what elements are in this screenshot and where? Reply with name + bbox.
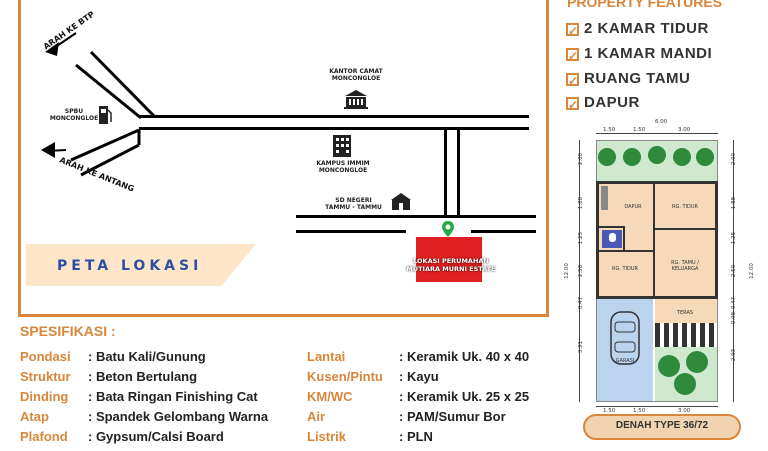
denah-type-label: DENAH TYPE 36/72 (615, 420, 709, 431)
spec-label: KM/WC (307, 389, 353, 404)
spbu-label: SPBU MONCONGLOE (49, 108, 99, 122)
spec-label: Plafond (20, 429, 68, 444)
feature-item: ✓RUANG TAMU (566, 70, 691, 88)
spec-value: : Beton Bertulang (88, 369, 198, 384)
car-icon (610, 311, 640, 365)
paving (655, 323, 717, 347)
campus-building-icon (333, 135, 351, 157)
checkbox-icon: ✓ (566, 48, 579, 63)
tree-icon (598, 146, 714, 166)
spec-label: Struktur (20, 369, 71, 384)
dim-label: 1.88 (578, 196, 585, 210)
diagonal-roads (41, 32, 156, 177)
dim-label: 3.00 (678, 127, 691, 133)
dim-label: 12.00 (748, 263, 755, 279)
tree-icon (658, 351, 708, 395)
spec-label: Listrik (307, 429, 347, 444)
feature-item: ✓1 KAMAR MANDI (566, 45, 713, 63)
dim-label: 3.00 (678, 408, 691, 414)
feature-item: ✓DAPUR (566, 94, 640, 112)
dim-label: 12.00 (563, 263, 570, 279)
features-title: PROPERTY FEATURES (567, 0, 723, 10)
dim-label: 2.50 (578, 264, 585, 278)
dim-label: 1.25 (731, 231, 738, 245)
school-icon (391, 193, 411, 210)
spec-label: Lantai (307, 349, 346, 364)
room-kamar-tidur-2: RG. TIDUR (611, 266, 639, 272)
sd-negeri-label: SD NEGERI TAMMU - TAMMU (325, 197, 382, 211)
spec-label: Dinding (20, 389, 69, 404)
spec-value: : Keramik Uk. 40 x 40 (399, 349, 530, 364)
floor-plan: 6.00 1.50 1.50 3.00 DAPUR RG. TIDUR RG. … (563, 118, 768, 418)
checkbox-icon: ✓ (566, 73, 579, 88)
spec-label: Atap (20, 409, 49, 424)
fuel-pump-icon (99, 106, 112, 124)
dim-label: 0.98 (731, 311, 738, 325)
spec-value: : Spandek Gelombang Warna (88, 409, 269, 424)
dim-label: 1.50 (603, 408, 616, 414)
spec-label: Kusen/Pintu (307, 369, 383, 384)
feature-item: ✓2 KAMAR TIDUR (566, 20, 709, 38)
kantor-camat-label: KANTOR CAMAT MONCONGLOE (329, 68, 383, 82)
dim-label: 6.00 (655, 119, 668, 125)
dim-label: 2.50 (731, 264, 738, 278)
specs-title: SPESIFIKASI : (20, 323, 116, 339)
dim-label: 1.50 (633, 408, 646, 414)
spec-label: Air (307, 409, 326, 424)
spec-value: : Batu Kali/Gunung (88, 349, 206, 364)
toilet-icon (609, 233, 616, 242)
denah-type-badge (583, 414, 741, 440)
peta-lokasi-banner (26, 244, 256, 286)
room-keluarga: RG. TAMU / KELUARGA (671, 260, 699, 272)
dim-label: 3.91 (578, 340, 585, 354)
dim-label: 2.00 (731, 152, 738, 166)
room-dapur: DAPUR (624, 204, 642, 210)
peta-lokasi-title: PETA LOKASI (57, 258, 203, 274)
dim-label: 2.93 (731, 348, 738, 362)
checkbox-icon: ✓ (566, 97, 579, 112)
government-building-icon (344, 90, 368, 109)
location-map: ARAH KE BTP ARAH KE ANTANG SPBU MONCONGL… (18, 0, 549, 317)
dim-label: 1.50 (633, 127, 646, 133)
room-kamar-tidur-1: RG. TIDUR (671, 204, 699, 210)
lokasi-marker (416, 237, 482, 282)
garage (597, 299, 653, 401)
spec-value: : Keramik Uk. 25 x 25 (399, 389, 530, 404)
spec-value: : PLN (399, 429, 433, 444)
spec-label: Pondasi (20, 349, 71, 364)
dim-label: 0.47 (578, 296, 585, 310)
room-teras: TERAS (676, 310, 694, 316)
checkbox-icon: ✓ (566, 23, 579, 38)
dim-label: 1.50 (603, 127, 616, 133)
location-pin-icon (442, 221, 454, 237)
room-garasi: GARASI (615, 358, 635, 364)
spec-value: : Bata Ringan Finishing Cat (88, 389, 258, 404)
spec-value: : Gypsum/Calsi Board (88, 429, 224, 444)
dim-label: 2.00 (578, 152, 585, 166)
dim-label: 1.25 (578, 231, 585, 245)
kampus-label: KAMPUS IMMIM MONCONGLOE (316, 160, 370, 174)
dim-label: 0.47 (731, 296, 738, 310)
dim-label: 1.88 (731, 196, 738, 210)
spec-value: : Kayu (399, 369, 439, 384)
spec-value: : PAM/Sumur Bor (399, 409, 506, 424)
lokasi-label: LOKASI PERUMAHAN MUTIARA MURNI ESTATE (406, 257, 496, 273)
